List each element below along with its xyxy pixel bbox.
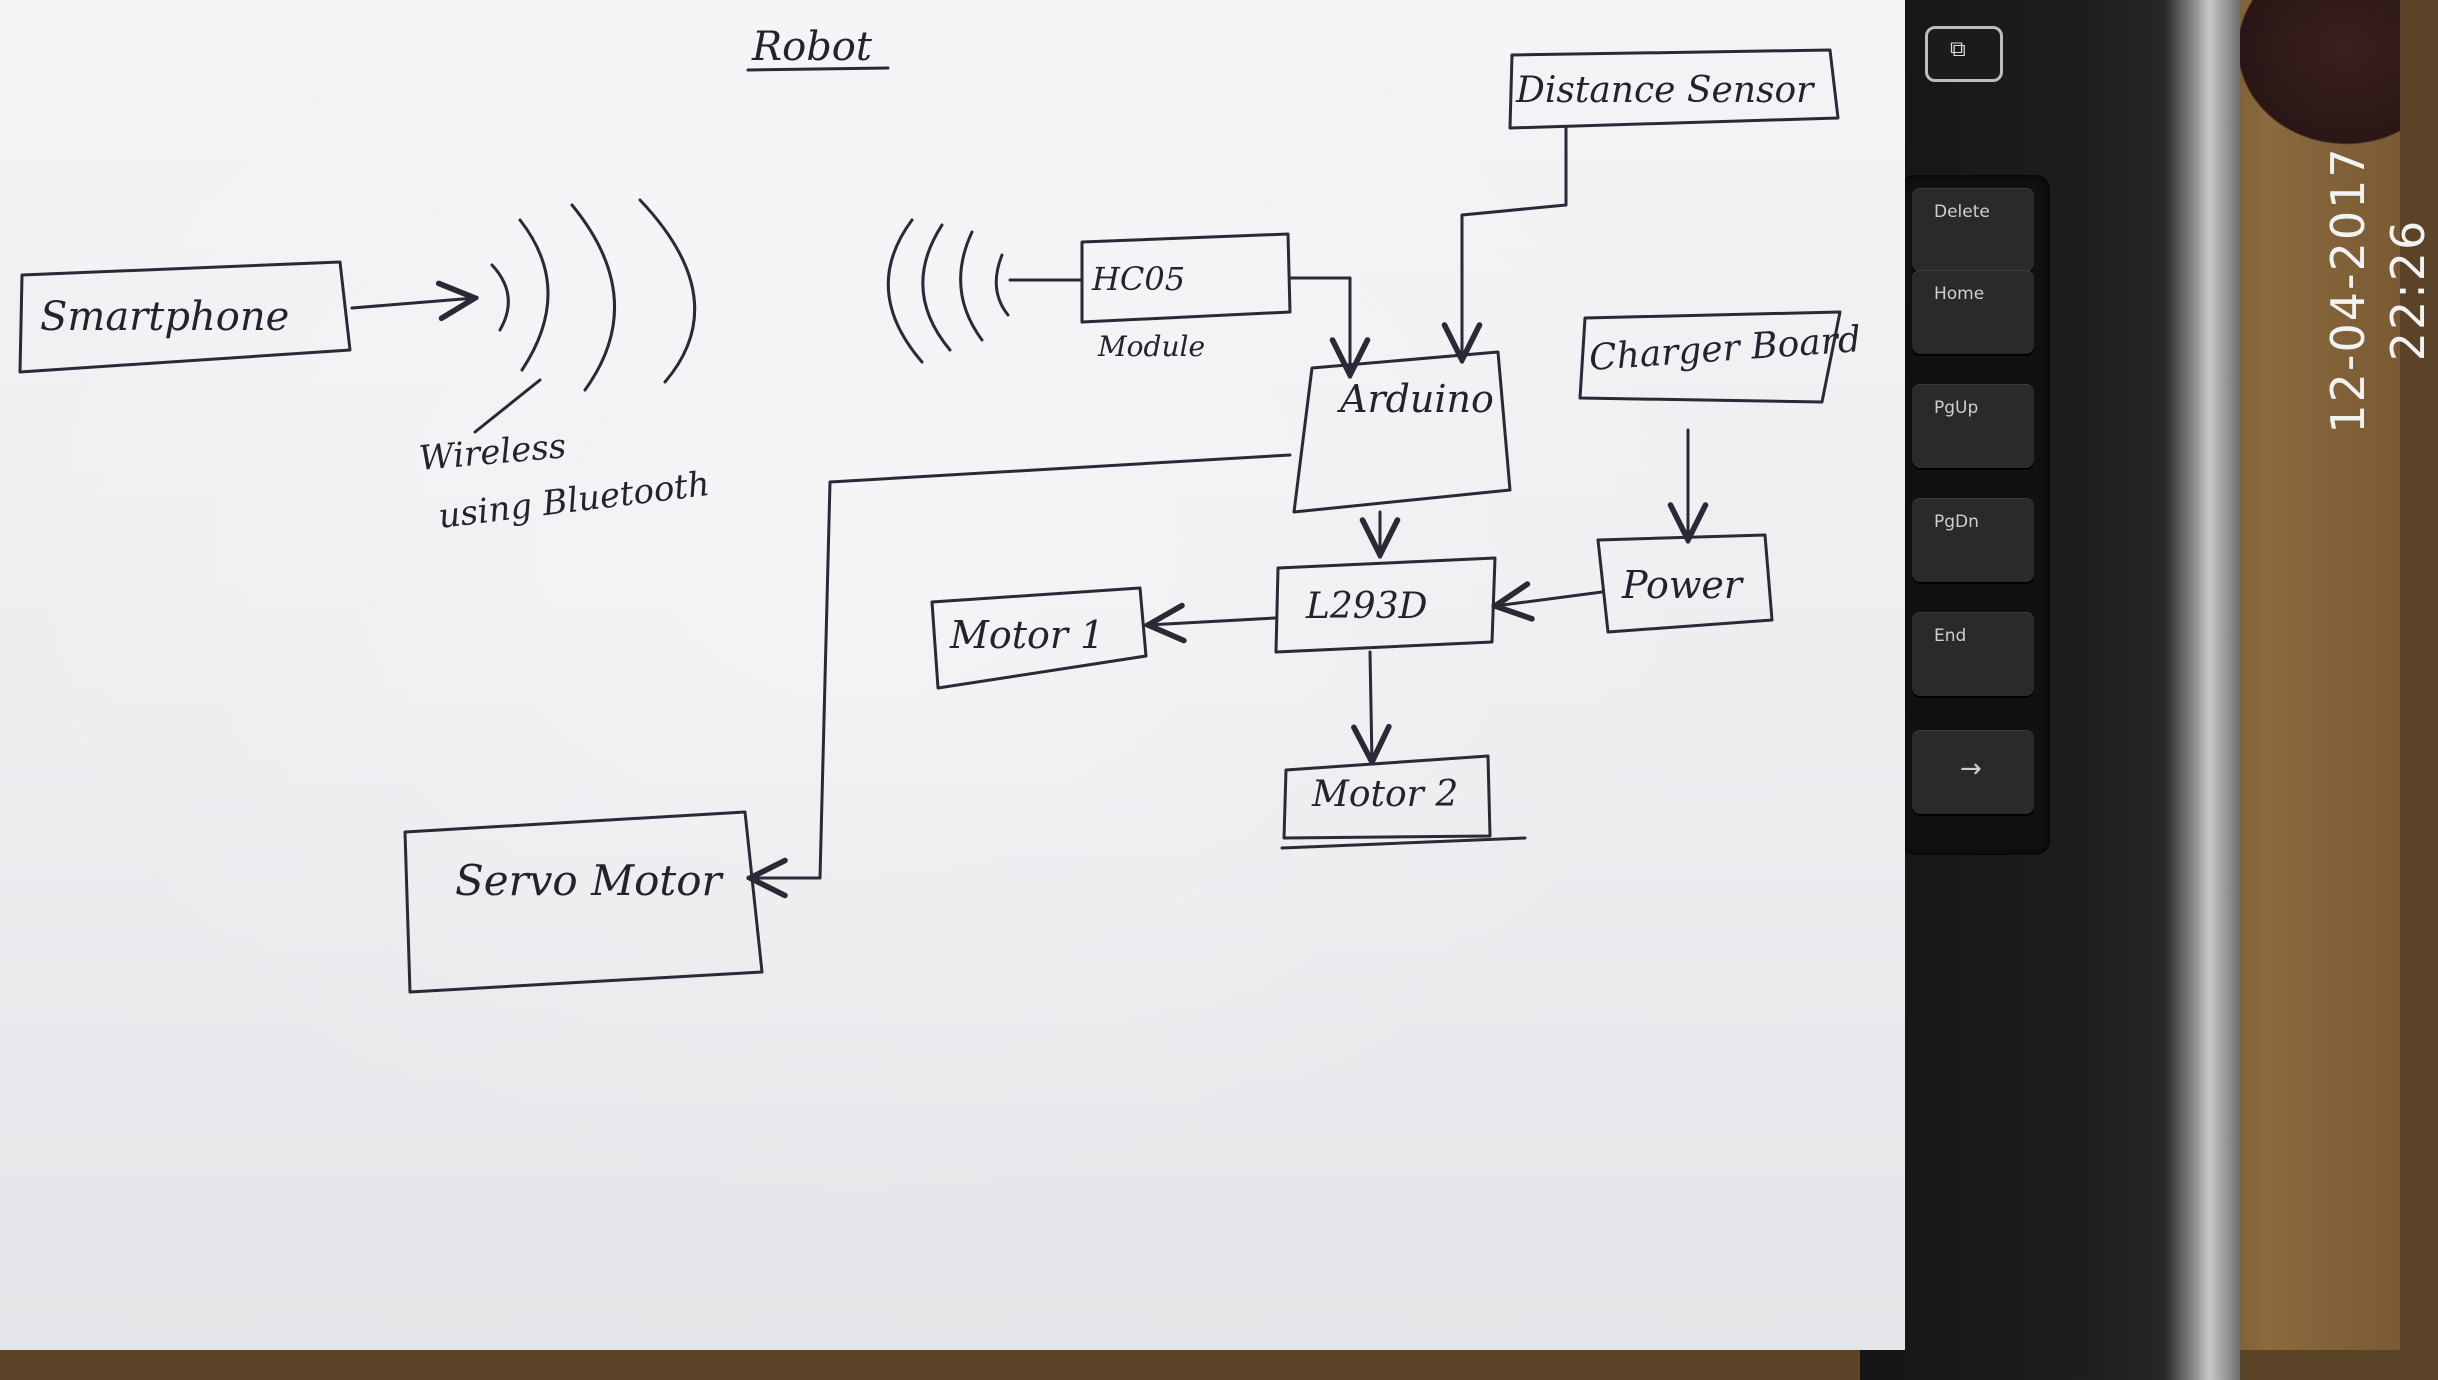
end-key-label: End — [1934, 626, 1967, 646]
power-node: Power — [1596, 533, 1774, 634]
power-to-l293d-arrow — [1495, 592, 1604, 606]
motor1-label: Motor 1 — [949, 613, 1104, 657]
delete-key-label: Delete — [1934, 202, 1990, 222]
hc05-to-arduino-arrow — [1288, 276, 1350, 375]
hc05-label: HC05 — [1091, 260, 1185, 298]
hc05-arc-3 — [959, 230, 984, 342]
delete-key[interactable]: Delete — [1912, 188, 2034, 272]
l293d-label: L293D — [1305, 586, 1428, 627]
hc05-arc-1 — [886, 218, 924, 364]
hc05-signal-arcs — [886, 218, 1082, 364]
hc05-box — [1080, 232, 1292, 324]
right-arrow-icon: → — [1960, 754, 1982, 784]
photo-timestamp: 12-04-2017 22:26 — [2321, 146, 2435, 434]
motor2-box — [1282, 754, 1492, 840]
motor1-node: Motor 1 — [930, 586, 1148, 690]
distance-sensor-node: Distance Sensor — [1508, 48, 1840, 130]
smartphone-node: Smartphone — [18, 260, 352, 374]
title-underline — [746, 66, 890, 72]
hc05-node: HC05 Module — [1080, 232, 1292, 363]
annotation-pointer — [473, 378, 542, 434]
signal-arc-4 — [638, 198, 697, 384]
arduino-node: Arduino — [1292, 350, 1512, 514]
servo-motor-node: Servo Motor — [403, 810, 764, 994]
wireless-annotation-line2: using Bluetooth — [436, 464, 712, 537]
screen-icon: ⧉ — [1950, 37, 1966, 62]
wireless-annotation-line1: Wireless — [417, 426, 567, 479]
arduino-label: Arduino — [1337, 377, 1494, 421]
paper-lighting — [0, 0, 1905, 1350]
home-key-label: Home — [1934, 284, 1985, 304]
arduino-box — [1292, 350, 1512, 514]
distance-sensor-to-arduino-arrow — [1462, 126, 1568, 360]
arduino-to-servo-arrow — [750, 453, 1292, 878]
diagram-title: Robot — [751, 24, 873, 70]
power-box — [1596, 533, 1774, 634]
cable-bundle — [2220, 0, 2400, 160]
motor2-node: Motor 2 — [1280, 754, 1527, 850]
robot-block-diagram: Robot Smartphone Wireless using Bluetoot… — [18, 24, 1862, 994]
l293d-to-motor2-arrow — [1370, 650, 1372, 762]
paper-sheet — [0, 0, 1905, 1350]
signal-arc-1 — [490, 263, 510, 332]
signal-arc-2 — [518, 218, 550, 372]
wireless-signal-arcs — [473, 198, 697, 434]
distance-sensor-box — [1508, 48, 1840, 130]
page-up-key-label: PgUp — [1934, 398, 1979, 418]
charger-board-box — [1578, 310, 1842, 404]
l293d-node: L293D — [1274, 556, 1497, 654]
page-down-key-label: PgDn — [1934, 512, 1979, 532]
page-down-key[interactable]: PgDn — [1912, 498, 2034, 582]
charger-board-node: Charger Board — [1578, 310, 1862, 404]
signal-arc-3 — [570, 203, 617, 392]
smartphone-label: Smartphone — [40, 294, 289, 340]
servo-motor-box — [403, 810, 764, 994]
hc05-caption: Module — [1097, 330, 1205, 363]
right-arrow-key[interactable]: → — [1912, 730, 2034, 814]
hc05-arc-4 — [994, 253, 1010, 317]
distance-sensor-label: Distance Sensor — [1515, 70, 1815, 111]
display-toggle-key[interactable]: ⧉ — [1925, 26, 2003, 82]
smartphone-box — [18, 260, 352, 374]
motor2-label: Motor 2 — [1311, 774, 1458, 815]
power-label: Power — [1621, 563, 1745, 607]
hc05-arc-2 — [921, 223, 952, 352]
servo-motor-label: Servo Motor — [455, 856, 725, 905]
charger-board-label: Charger Board — [1588, 319, 1862, 379]
motor1-box — [930, 586, 1148, 690]
motor2-underline — [1280, 836, 1527, 850]
smartphone-to-wireless-arrow — [350, 298, 475, 308]
home-key[interactable]: Home — [1912, 270, 2034, 354]
end-key[interactable]: End — [1912, 612, 2034, 696]
l293d-to-motor1-arrow — [1148, 618, 1277, 625]
l293d-box — [1274, 556, 1497, 654]
page-up-key[interactable]: PgUp — [1912, 384, 2034, 468]
